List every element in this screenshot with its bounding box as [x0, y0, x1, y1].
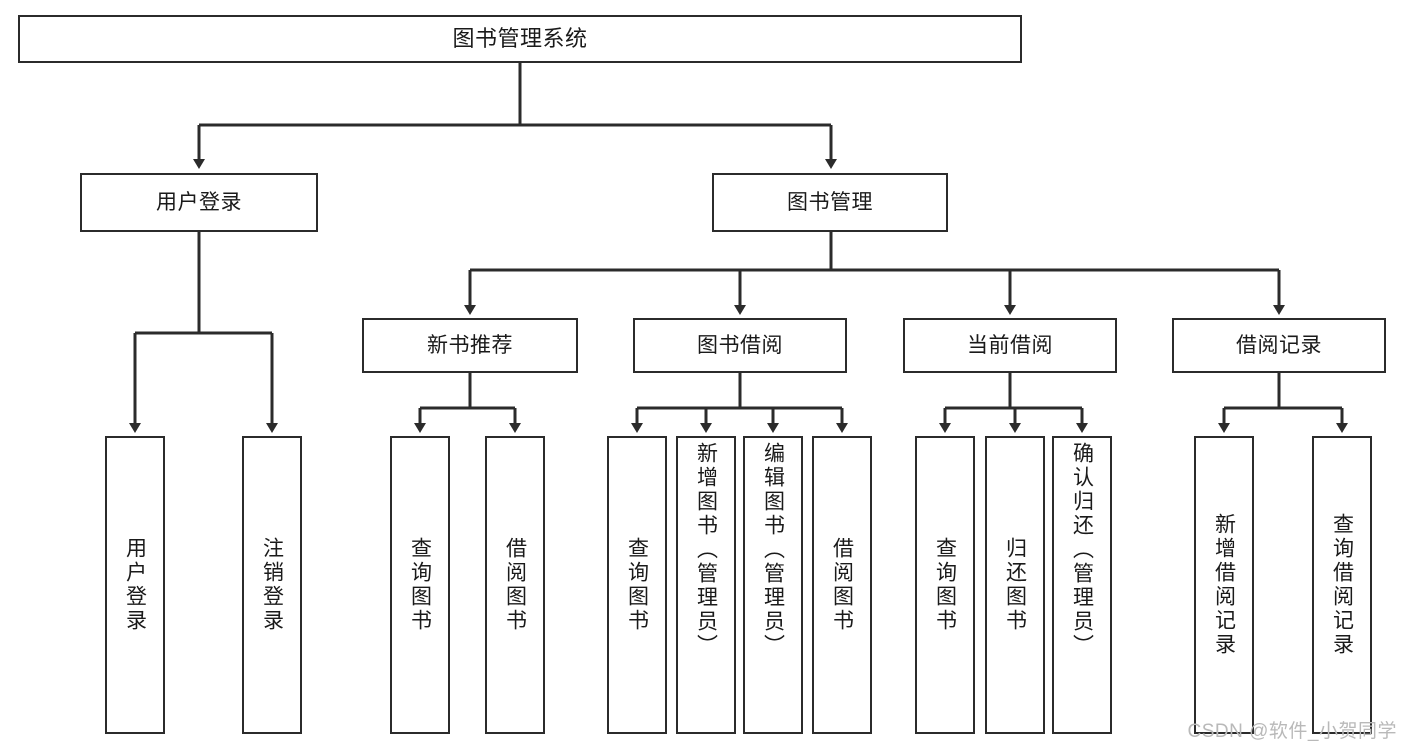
node-leaf-query-book-cur-label: 查询图书	[933, 537, 957, 633]
node-leaf-user-login[interactable]: 用户登录	[105, 436, 165, 734]
node-book-borrow-label: 图书借阅	[697, 334, 783, 357]
node-leaf-edit-book-label: 编辑图书（管理员）	[761, 442, 785, 658]
node-leaf-query-book[interactable]: 查询图书	[607, 436, 667, 734]
node-leaf-add-book[interactable]: 新增图书（管理员）	[676, 436, 736, 734]
node-leaf-query-record[interactable]: 查询借阅记录	[1312, 436, 1372, 734]
node-leaf-query-book-rec[interactable]: 查询图书	[390, 436, 450, 734]
node-leaf-add-record-label: 新增借阅记录	[1212, 513, 1236, 657]
node-leaf-add-book-label: 新增图书（管理员）	[694, 442, 718, 658]
node-leaf-borrow-book[interactable]: 借阅图书	[812, 436, 872, 734]
watermark: CSDN @软件_小贺同学	[1187, 721, 1397, 742]
node-new-book-recommend-label: 新书推荐	[427, 334, 513, 357]
node-leaf-query-book-label: 查询图书	[625, 537, 649, 633]
node-book-manage[interactable]: 图书管理	[712, 173, 948, 232]
node-leaf-add-record[interactable]: 新增借阅记录	[1194, 436, 1254, 734]
node-user-login-label: 用户登录	[156, 191, 242, 214]
node-user-login[interactable]: 用户登录	[80, 173, 318, 232]
node-book-manage-label: 图书管理	[787, 191, 873, 214]
node-root[interactable]: 图书管理系统	[18, 15, 1022, 63]
node-borrow-record[interactable]: 借阅记录	[1172, 318, 1386, 373]
node-leaf-query-book-rec-label: 查询图书	[408, 537, 432, 633]
node-leaf-borrow-book-rec-label: 借阅图书	[503, 537, 527, 633]
node-leaf-edit-book[interactable]: 编辑图书（管理员）	[743, 436, 803, 734]
node-leaf-return-book-label: 归还图书	[1003, 537, 1027, 633]
node-leaf-borrow-book-label: 借阅图书	[830, 537, 854, 633]
node-leaf-borrow-book-rec[interactable]: 借阅图书	[485, 436, 545, 734]
node-leaf-user-logout-label: 注销登录	[260, 537, 284, 633]
node-current-borrow[interactable]: 当前借阅	[903, 318, 1117, 373]
node-current-borrow-label: 当前借阅	[967, 334, 1053, 357]
node-leaf-user-login-label: 用户登录	[123, 537, 147, 633]
node-leaf-query-record-label: 查询借阅记录	[1330, 513, 1354, 657]
node-new-book-recommend[interactable]: 新书推荐	[362, 318, 578, 373]
node-leaf-confirm-return-label: 确认归还（管理员）	[1070, 442, 1094, 658]
node-leaf-return-book[interactable]: 归还图书	[985, 436, 1045, 734]
node-root-label: 图书管理系统	[452, 26, 588, 51]
node-borrow-record-label: 借阅记录	[1236, 334, 1322, 357]
node-book-borrow[interactable]: 图书借阅	[633, 318, 847, 373]
node-leaf-confirm-return[interactable]: 确认归还（管理员）	[1052, 436, 1112, 734]
node-leaf-user-logout[interactable]: 注销登录	[242, 436, 302, 734]
node-leaf-query-book-cur[interactable]: 查询图书	[915, 436, 975, 734]
